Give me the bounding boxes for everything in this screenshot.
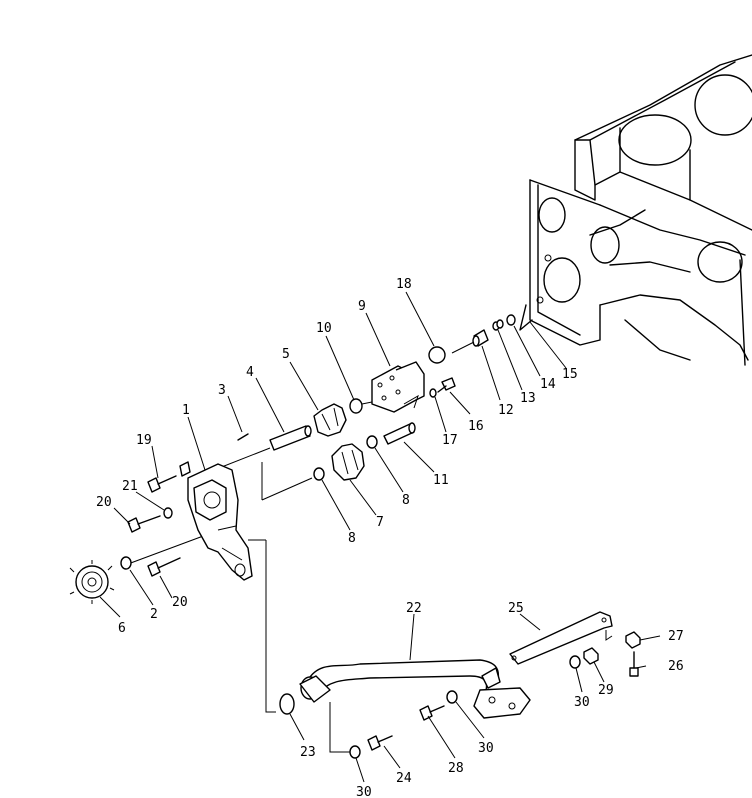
callout-1: 1	[182, 403, 190, 418]
part-10-bushing	[349, 398, 363, 414]
callout-12: 12	[498, 403, 514, 418]
leader-pipe-axis	[265, 540, 276, 713]
part-19-bolt	[147, 475, 177, 493]
part-5-gear	[313, 403, 347, 437]
callout-30b: 30	[478, 741, 494, 756]
part-26-bolt	[629, 651, 639, 677]
callout-labels: 1 2 3 4 5 6 7 8 8 9 10 11 12 13 14 15 16…	[96, 277, 684, 798]
callout-18: 18	[396, 277, 412, 292]
callout-7: 7	[376, 515, 384, 530]
callout-25: 25	[508, 601, 524, 616]
callout-5: 5	[282, 347, 290, 362]
callout-9: 9	[358, 299, 366, 314]
part-30-washer-mid	[446, 690, 458, 704]
part-9-pump-cover	[371, 361, 425, 413]
callout-10: 10	[316, 321, 332, 336]
leader-bracket-axis	[605, 630, 613, 641]
part-17-washer	[429, 388, 437, 398]
part-14-washer	[506, 314, 516, 326]
part-28-bolt	[419, 705, 445, 721]
callout-17: 17	[442, 433, 458, 448]
part-2-bushing	[120, 556, 132, 570]
part-8-bushing-upper	[366, 435, 378, 449]
callout-29: 29	[598, 683, 614, 698]
part-12-valve	[472, 329, 489, 347]
callout-30c: 30	[356, 785, 372, 798]
part-8-bushing-lower	[313, 467, 325, 481]
callout-20a: 20	[96, 495, 112, 510]
axis-lines	[127, 401, 373, 565]
callout-14: 14	[540, 377, 556, 392]
part-1-pump-body	[179, 461, 253, 581]
callout-13: 13	[520, 391, 536, 406]
callout-26: 26	[668, 659, 684, 674]
callout-27: 27	[668, 629, 684, 644]
part-18-o-ring	[428, 346, 446, 364]
callout-8b: 8	[402, 493, 410, 508]
part-22-suction-pipe	[299, 659, 531, 719]
callout-16: 16	[468, 419, 484, 434]
part-20-bolt-lower	[147, 557, 181, 577]
part-20-bolt-upper	[127, 515, 161, 533]
callout-28: 28	[448, 761, 464, 776]
callout-15: 15	[562, 367, 578, 382]
part-13-spring	[492, 319, 504, 331]
part-24-bolt	[367, 735, 393, 751]
part-7-gear	[331, 443, 365, 481]
callout-2: 2	[150, 607, 158, 622]
part-16-bolt	[437, 377, 456, 393]
leader-washer-axis	[329, 702, 350, 753]
part-11-shaft	[383, 422, 416, 445]
callout-19: 19	[136, 433, 152, 448]
part-15-spring-pin	[519, 304, 533, 331]
part-27-nut	[625, 631, 641, 649]
part-29-nut	[583, 647, 599, 665]
part-21-washer	[163, 507, 173, 519]
part-3-dowel	[237, 433, 249, 441]
part-30-washer-bottom	[349, 745, 361, 759]
part-30-washer-right	[569, 655, 581, 669]
callout-21: 21	[122, 479, 138, 494]
callout-4: 4	[246, 365, 254, 380]
callout-30a: 30	[574, 695, 590, 710]
part-25-bracket	[509, 611, 613, 665]
part-23-o-ring	[279, 693, 295, 715]
callout-11: 11	[433, 473, 449, 488]
engine-block	[529, 54, 752, 366]
callout-6: 6	[118, 621, 126, 636]
callout-3: 3	[218, 383, 226, 398]
leader-valve-axis	[451, 341, 475, 354]
callout-8a: 8	[348, 531, 356, 546]
callout-24: 24	[396, 771, 412, 786]
leader-lines	[99, 291, 661, 783]
part-6-drive-gear	[69, 560, 115, 604]
callout-23: 23	[300, 745, 316, 760]
callout-22: 22	[406, 601, 422, 616]
part-4-shaft	[269, 425, 312, 451]
callout-20b: 20	[172, 595, 188, 610]
